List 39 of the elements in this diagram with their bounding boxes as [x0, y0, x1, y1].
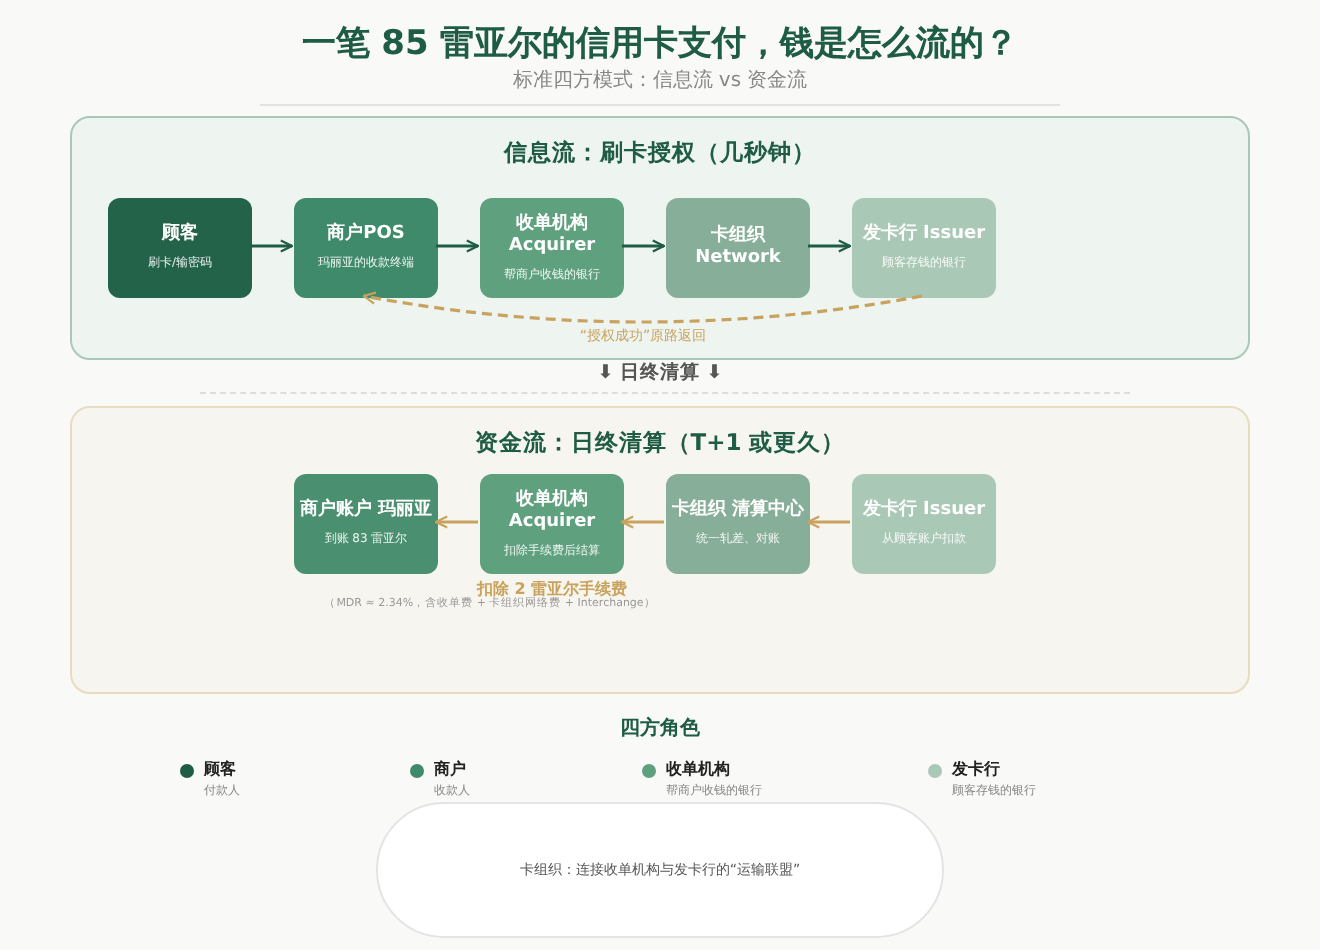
legend-label: 收单机构 — [666, 758, 730, 780]
process-box — [666, 198, 810, 298]
process-box — [294, 198, 438, 298]
arrow — [250, 239, 294, 253]
fee-note: 扣除 2 雷亚尔手续费 — [474, 578, 628, 598]
process-box — [852, 198, 996, 298]
legend-label: 商户 — [434, 758, 466, 780]
flow-panel — [70, 406, 1250, 694]
flow-panel — [70, 116, 1250, 360]
arrow — [434, 515, 478, 529]
panel-title: 资金流：日终清算（T+1 或更久） — [472, 428, 848, 458]
box-title: 顾客 — [162, 224, 198, 246]
box-title: 商户POS — [327, 224, 405, 246]
box-title: 发卡行 Issuer — [862, 500, 986, 522]
section-divider-label: ⬇ 日终清算 ⬇ — [595, 360, 725, 386]
subtitle: 标准四方模式：信息流 vs 资金流 — [510, 67, 810, 94]
process-box — [294, 474, 438, 574]
panel-title: 信息流：刷卡授权（几秒钟） — [501, 138, 818, 168]
arrow — [436, 239, 480, 253]
process-box — [666, 474, 810, 574]
arrow — [622, 239, 666, 253]
title: 一笔 85 雷亚尔的信用卡支付，钱是怎么流的？ — [299, 22, 1021, 66]
box-title: 商户账户 玛丽亚 — [299, 500, 433, 522]
legend-label: 发卡行 — [952, 758, 1000, 780]
process-box — [480, 198, 624, 298]
box-title: 卡组织 Network — [693, 226, 783, 270]
arrow — [362, 291, 923, 324]
legend-label: 顾客 — [204, 758, 236, 780]
box-title: 卡组织 清算中心 — [671, 500, 805, 522]
legend-title: 四方角色 — [618, 714, 702, 742]
process-box — [108, 198, 252, 298]
process-box — [480, 474, 624, 574]
box-title: 收单机构 Acquirer — [506, 213, 598, 257]
arrow — [808, 239, 852, 253]
arrow — [620, 515, 664, 529]
box-title: 收单机构 Acquirer — [506, 489, 598, 533]
box-title: 发卡行 Issuer — [862, 224, 986, 246]
arrow — [806, 515, 850, 529]
process-box — [852, 474, 996, 574]
